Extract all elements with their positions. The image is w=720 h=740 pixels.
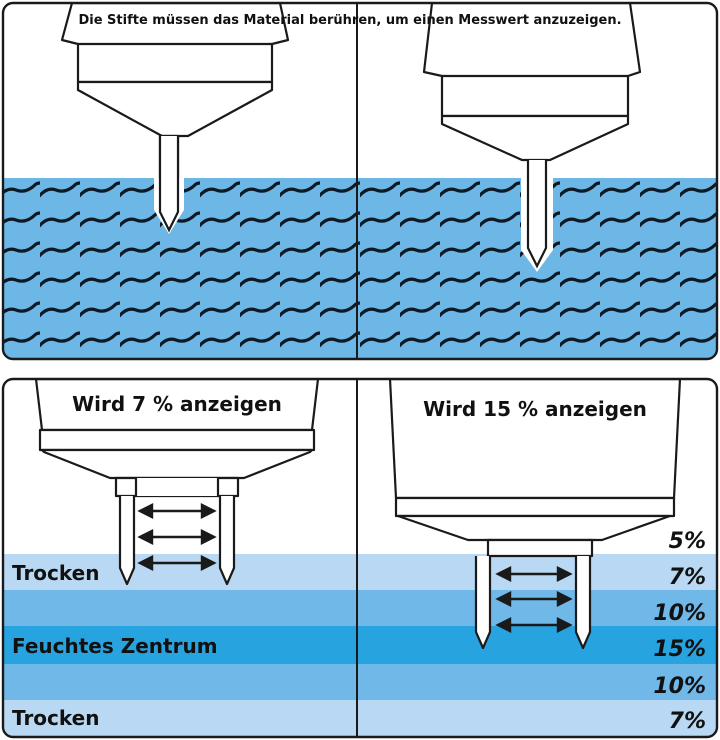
pin-left-top <box>158 136 180 233</box>
label-dry-bottom: Trocken <box>12 706 99 730</box>
right-reading-title: Wird 15 % anzeigen <box>423 397 647 421</box>
label-dry-top: Trocken <box>12 561 99 585</box>
moisture-level-6: 7% <box>669 709 706 734</box>
label-wet-center: Feuchtes Zentrum <box>12 634 218 658</box>
band-dry-bottom <box>3 700 717 737</box>
left-reading-title: Wird 7 % anzeigen <box>72 392 282 416</box>
meter-left-top <box>60 3 290 228</box>
top-caption: Die Stifte müssen das Material berühren,… <box>78 13 621 28</box>
material-grain-pattern <box>3 178 717 359</box>
band-medium-bottom <box>3 664 717 700</box>
moisture-level-4: 15% <box>653 637 706 662</box>
band-wet-center <box>3 626 717 664</box>
moisture-level-2: 7% <box>669 565 706 590</box>
current-arrows-left <box>137 503 217 571</box>
bottom-panel-border <box>1 377 719 739</box>
meter-right-bottom <box>388 379 682 650</box>
pin-right-top <box>526 160 548 269</box>
top-panel: Die Stifte müssen das Material berühren,… <box>3 3 717 359</box>
top-panel-border <box>1 1 719 361</box>
meter-left-bottom <box>34 379 320 586</box>
moisture-level-5: 10% <box>653 674 706 699</box>
band-medium-top <box>3 590 717 626</box>
moisture-level-1: 5% <box>669 529 706 554</box>
moisture-level-3: 10% <box>653 601 706 626</box>
band-dry-top <box>3 554 717 590</box>
bottom-panel: Wird 7 % anzeigen Wird 15 % anzeigen Tro… <box>3 379 717 737</box>
current-arrows-right <box>495 566 573 633</box>
meter-right-top <box>422 3 642 162</box>
